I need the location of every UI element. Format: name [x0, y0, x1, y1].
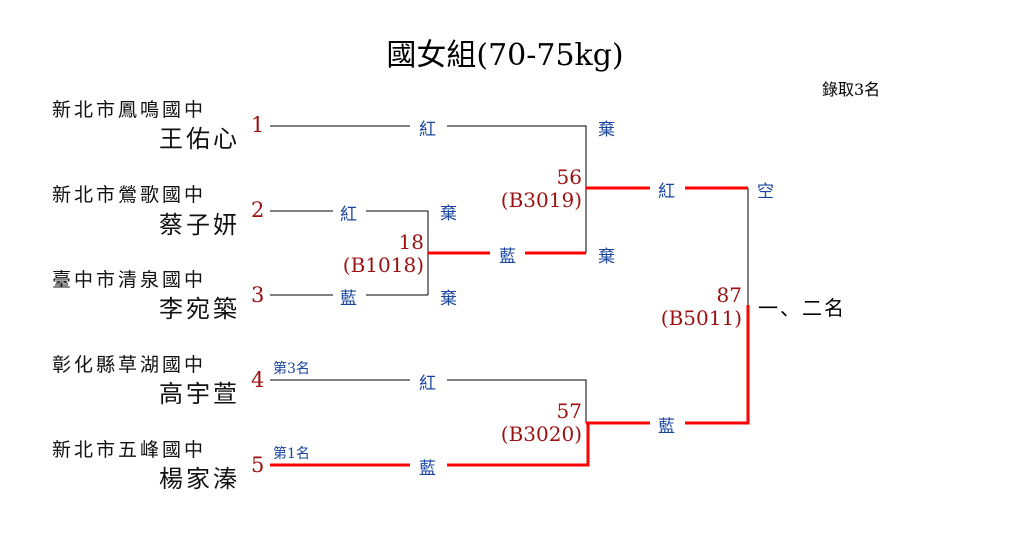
forfeit-2: 棄	[440, 204, 457, 224]
name-5: 楊家溱	[159, 465, 240, 493]
seed-2: 2	[251, 198, 265, 222]
forfeit-56a: 棄	[598, 120, 615, 140]
corner-red-4: 紅	[419, 374, 436, 394]
corner-red-1: 紅	[419, 120, 436, 140]
line-seed4	[270, 379, 587, 423]
line-seed2	[270, 210, 429, 295]
rank-5: 第1名	[273, 446, 310, 462]
name-4: 高宇萱	[159, 380, 240, 408]
corner-blue-57: 藍	[658, 417, 675, 437]
name-2: 蔡子妍	[159, 211, 240, 239]
school-2: 新北市鶯歌國中	[52, 184, 207, 206]
school-3: 臺中市清泉國中	[52, 269, 207, 291]
match-18: 18 (B1018)	[300, 231, 424, 277]
match-18-code: (B1018)	[342, 253, 424, 277]
seed-1: 1	[251, 113, 265, 137]
match-87-no: 87	[716, 283, 742, 307]
seed-4: 4	[251, 368, 265, 392]
page-title: 國女組(70-75kg)	[386, 38, 624, 73]
match-57: 57 (B3020)	[458, 400, 582, 446]
seed-5: 5	[251, 453, 265, 477]
match-56: 56 (B3019)	[458, 166, 582, 212]
final-label: 一、二名	[758, 296, 846, 320]
match-18-no: 18	[398, 230, 424, 254]
school-5: 新北市五峰國中	[52, 439, 207, 461]
name-3: 李宛築	[159, 295, 240, 323]
forfeit-3: 棄	[440, 289, 457, 309]
match-56-code: (B3019)	[500, 188, 582, 212]
corner-blue-5: 藍	[419, 459, 436, 479]
quota-label: 錄取3名	[822, 80, 881, 99]
match-56-no: 56	[556, 165, 582, 189]
seed-3: 3	[251, 283, 265, 307]
match-87-code: (B5011)	[660, 306, 742, 330]
match-87: 87 (B5011)	[618, 284, 742, 330]
corner-blue-18: 藍	[499, 247, 516, 267]
rank-4: 第3名	[273, 361, 310, 377]
empty-87: 空	[757, 182, 774, 202]
school-4: 彰化縣草湖國中	[52, 354, 207, 376]
win-line-seed5	[270, 423, 590, 467]
win-line-57	[586, 305, 750, 425]
line-seed1	[270, 125, 587, 253]
corner-red-56: 紅	[658, 182, 675, 202]
name-1: 王佑心	[159, 125, 240, 153]
corner-blue-3: 藍	[340, 289, 357, 309]
corner-red-2: 紅	[340, 205, 357, 225]
forfeit-56b: 棄	[598, 247, 615, 267]
match-57-no: 57	[556, 399, 582, 423]
school-1: 新北市鳳鳴國中	[52, 99, 207, 121]
match-57-code: (B3020)	[500, 422, 582, 446]
